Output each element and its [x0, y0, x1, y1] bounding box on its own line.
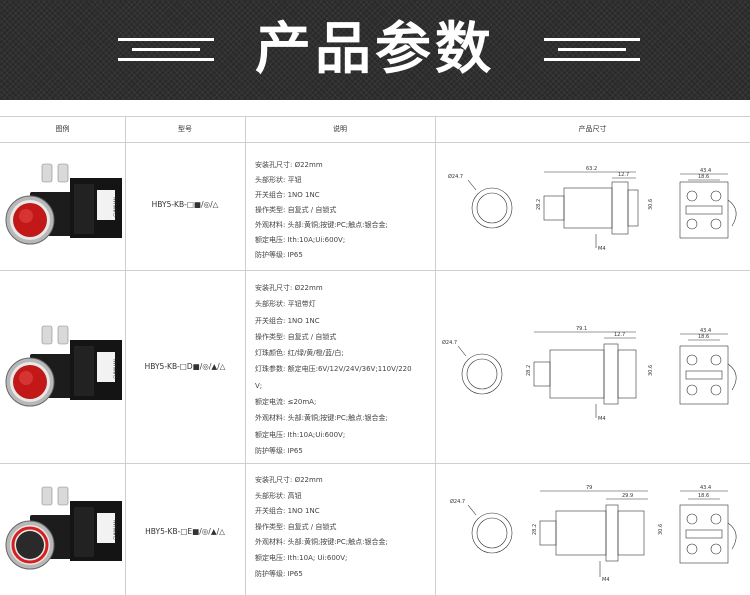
- header-banner: 产品参数: [0, 0, 750, 100]
- model-code: HBY5-KB-□■/◎/△: [151, 200, 219, 209]
- svg-text:28.2: 28.2: [526, 365, 532, 376]
- header-model: 型号: [178, 125, 192, 133]
- svg-text:63.2: 63.2: [586, 166, 597, 172]
- header-dimensions: 产品尺寸: [578, 125, 607, 133]
- svg-text:12.7: 12.7: [618, 172, 629, 178]
- model-code: HBY5-KB-□D■/◎/▲/△: [144, 362, 226, 371]
- header-legend: 图例: [55, 125, 70, 133]
- svg-text:79: 79: [586, 485, 592, 491]
- svg-text:18.6: 18.6: [698, 493, 709, 499]
- svg-text:30.6: 30.6: [658, 524, 664, 535]
- svg-text:79.1: 79.1: [576, 326, 587, 332]
- product-photo: CUNYUAN: [0, 160, 125, 258]
- svg-text:28.2: 28.2: [532, 524, 538, 535]
- brand-label: CUNYUAN: [113, 520, 118, 540]
- svg-text:Ø24.7: Ø24.7: [450, 498, 465, 505]
- svg-text:M4: M4: [598, 416, 606, 422]
- table-row: CUNYUAN HBY5-KB-□D■/◎/▲/△ 安装孔尺寸: Ø22mm 头…: [0, 270, 750, 463]
- spec-list: 安装孔尺寸: Ø22mm 头部形状: 平钮 开关组合: 1NO 1NC 操作类型…: [255, 161, 388, 259]
- svg-text:28.2: 28.2: [536, 199, 542, 210]
- spec-list: 安装孔尺寸: Ø22mm 头部形状: 高钮 开关组合: 1NO 1NC 操作类型…: [255, 476, 388, 578]
- table-row: CUNYUAN HBY5-KB-□■/◎/△ 安装孔尺寸: Ø22mm 头部形状…: [0, 142, 750, 270]
- svg-text:Ø24.7: Ø24.7: [442, 339, 457, 346]
- brand-label: CUNYUAN: [113, 197, 118, 217]
- svg-text:M4: M4: [602, 577, 610, 583]
- svg-text:30.6: 30.6: [648, 199, 654, 210]
- svg-text:30.6: 30.6: [648, 365, 654, 376]
- model-code: HBY5-KB-□E■/◎/▲/△: [145, 527, 225, 536]
- brand-label: CUNYUAN: [113, 359, 118, 379]
- dimension-drawing: Ø24.7 63.2 12.7 28.2 M4 30.6 43.4: [436, 160, 750, 260]
- svg-text:18.6: 18.6: [698, 334, 709, 340]
- header-description: 说明: [333, 125, 347, 133]
- product-photo: CUNYUAN: [0, 320, 125, 420]
- svg-text:43.4: 43.4: [700, 328, 711, 334]
- dimension-drawing: Ø24.7 79.1 12.7 28.2 M4 30.6 43.4: [436, 320, 750, 430]
- svg-text:43.4: 43.4: [700, 168, 711, 174]
- spec-list: 安装孔尺寸: Ø22mm 头部形状: 平钮带灯 开关组合: 1NO 1NC 操作…: [255, 284, 412, 455]
- svg-text:29.9: 29.9: [622, 493, 633, 499]
- spec-table: 图例 型号 说明 产品尺寸 CUNYUAN HBY5-KB-□■/◎/△ 安装孔…: [0, 116, 750, 595]
- decor-lines-left: [118, 38, 214, 64]
- svg-text:Ø24.7: Ø24.7: [448, 173, 463, 180]
- svg-text:18.6: 18.6: [698, 174, 709, 180]
- svg-text:12.7: 12.7: [614, 332, 625, 338]
- page-title: 产品参数: [255, 17, 495, 82]
- dimension-drawing: Ø24.7 79 29.9 28.2 M4 30.6 43.4: [436, 477, 750, 587]
- decor-lines-right: [544, 38, 640, 64]
- svg-text:43.4: 43.4: [700, 485, 711, 491]
- product-photo: CUNYUAN: [0, 481, 125, 581]
- table-row: CUNYUAN HBY5-KB-□E■/◎/▲/△ 安装孔尺寸: Ø22mm 头…: [0, 463, 750, 595]
- svg-text:M4: M4: [598, 246, 606, 252]
